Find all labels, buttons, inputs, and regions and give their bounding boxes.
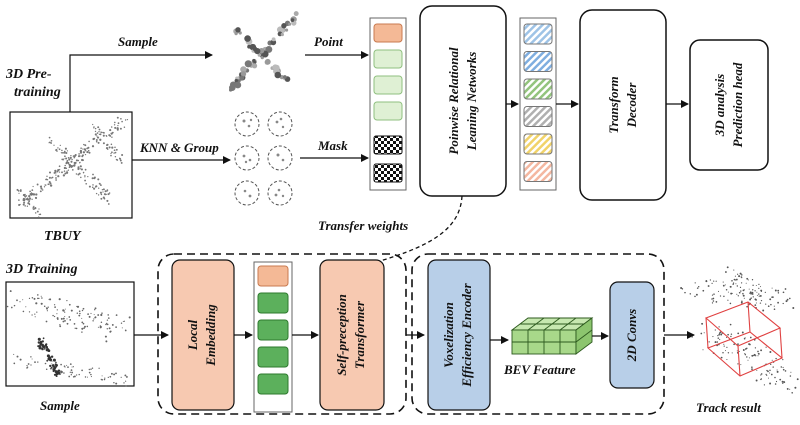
self-perception-label-line2: Transformer bbox=[352, 300, 367, 369]
bev-feature-label: BEV Feature bbox=[503, 362, 576, 377]
point-label: Point bbox=[314, 34, 343, 49]
output-token-column bbox=[519, 17, 557, 191]
encoder-dashed-group bbox=[157, 253, 407, 415]
training-label: 3D Training bbox=[5, 262, 77, 277]
striped-token bbox=[523, 78, 553, 100]
prediction-head-block bbox=[689, 39, 769, 171]
bev-feature-grid bbox=[510, 317, 594, 355]
mask-label: Mask bbox=[317, 138, 348, 153]
transfer-weights-dashed-arrow bbox=[361, 195, 463, 269]
striped-token bbox=[523, 133, 553, 155]
voxelization-label-line1: Voxelization bbox=[441, 302, 456, 368]
voxelization-label-line2: Efficiency Encoder bbox=[459, 282, 474, 387]
pointwise-label-line2: Leaning Networks bbox=[464, 52, 479, 152]
embedding-token-column bbox=[253, 261, 293, 413]
striped-token bbox=[523, 23, 553, 45]
transform-decoder-label-line1: Transform bbox=[606, 76, 621, 133]
bev-dashed-group bbox=[411, 253, 665, 415]
pointwise-relational-network-block bbox=[419, 5, 507, 197]
prediction-head-label-line2: Prediction head bbox=[730, 62, 745, 147]
pretraining-label-line2: training bbox=[14, 85, 61, 100]
transfer-weights-label: Transfer weights bbox=[318, 218, 408, 233]
pointwise-label-line1: Poinwise Relational bbox=[446, 47, 461, 155]
tbuy-label: TBUY bbox=[44, 229, 82, 244]
2d-convs-label: 2D Convs bbox=[624, 309, 639, 362]
input-token-column bbox=[369, 17, 407, 191]
local-embedding-label-line1: Local bbox=[185, 319, 200, 351]
knn-group-patches bbox=[234, 111, 293, 206]
sample-bottom-label: Sample bbox=[40, 398, 80, 413]
training-point-cloud-input bbox=[5, 281, 135, 387]
transform-decoder-block bbox=[579, 9, 667, 201]
voxelization-encoder-block bbox=[427, 259, 491, 411]
sample-top-label: Sample bbox=[118, 34, 158, 49]
knn-group-label: KNN & Group bbox=[139, 140, 219, 155]
local-embedding-label-line2: Embedding bbox=[203, 304, 218, 367]
self-perception-label-line1: Self-preception bbox=[334, 294, 349, 376]
2d-convs-block bbox=[609, 281, 655, 389]
self-perception-transformer-block bbox=[319, 259, 385, 411]
sampled-points-cloud bbox=[228, 11, 299, 92]
striped-token bbox=[523, 51, 553, 72]
prediction-head-label-line1: 3D analysis bbox=[712, 74, 727, 137]
pretraining-label-line1: 3D Pre- bbox=[5, 67, 52, 82]
striped-token bbox=[523, 106, 553, 127]
track-result-point-cloud bbox=[680, 266, 799, 394]
striped-token bbox=[523, 161, 553, 182]
transform-decoder-label-line2: Decoder bbox=[624, 82, 639, 129]
airplane-point-cloud-input bbox=[9, 111, 133, 219]
track-result-label: Track result bbox=[696, 400, 761, 415]
sample-branch-line bbox=[69, 51, 213, 112]
